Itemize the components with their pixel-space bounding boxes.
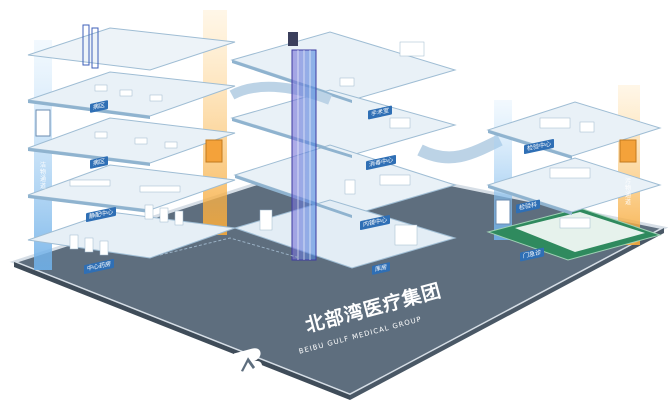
lab-bench — [69, 179, 111, 187]
left-lift — [91, 27, 99, 69]
cabinet — [144, 204, 154, 220]
equipment — [549, 167, 591, 179]
pneumatic-shaft — [288, 32, 317, 261]
right-floor-2-edge — [488, 185, 572, 215]
track-bridge-right — [417, 134, 503, 164]
equipment — [399, 41, 425, 57]
ward-bed — [94, 84, 108, 92]
equipment — [344, 179, 356, 195]
equipment — [389, 117, 411, 129]
orange-cabinet — [619, 139, 637, 163]
right-cabinet — [495, 199, 511, 225]
lab-bench — [139, 185, 181, 193]
ward-bed — [149, 94, 163, 102]
cabinet — [159, 207, 169, 223]
ward-bed — [94, 131, 108, 139]
left-building — [27, 10, 236, 270]
shaft-top-unit — [288, 32, 298, 46]
ward-bed — [164, 141, 178, 149]
cabinet — [69, 234, 79, 250]
center-building — [229, 31, 503, 269]
right-floor-base-inner — [515, 212, 645, 252]
right-orange-channel-glass — [618, 85, 640, 245]
equipment — [394, 224, 418, 246]
orange-cabinet — [205, 139, 223, 163]
label-left-clean-channel: 洁物通道 — [39, 162, 46, 190]
equipment — [259, 209, 273, 231]
left-lift — [82, 24, 90, 66]
ward-bed — [119, 89, 133, 97]
cabinet — [84, 237, 94, 253]
right-building — [486, 85, 662, 261]
equipment — [379, 174, 411, 186]
cabinet — [99, 240, 109, 256]
beibu-gulf-logo-icon — [234, 348, 262, 382]
ground-slab-edge-right — [350, 228, 664, 400]
ground-track — [159, 237, 301, 259]
left-floor-4-edge — [28, 100, 150, 119]
equipment — [539, 117, 571, 129]
equipment — [559, 217, 591, 229]
equipment — [579, 121, 595, 133]
equipment — [339, 77, 355, 87]
cabinet — [174, 210, 184, 226]
track-bridge — [229, 81, 332, 105]
ground-slab-edge — [14, 262, 350, 400]
ward-bed — [134, 137, 148, 145]
left-floor-3-edge — [28, 148, 150, 166]
left-cabinet — [35, 109, 51, 137]
left-floor-2-edge — [28, 195, 150, 213]
label-right-clean-channel: 污物通道 — [624, 178, 631, 206]
